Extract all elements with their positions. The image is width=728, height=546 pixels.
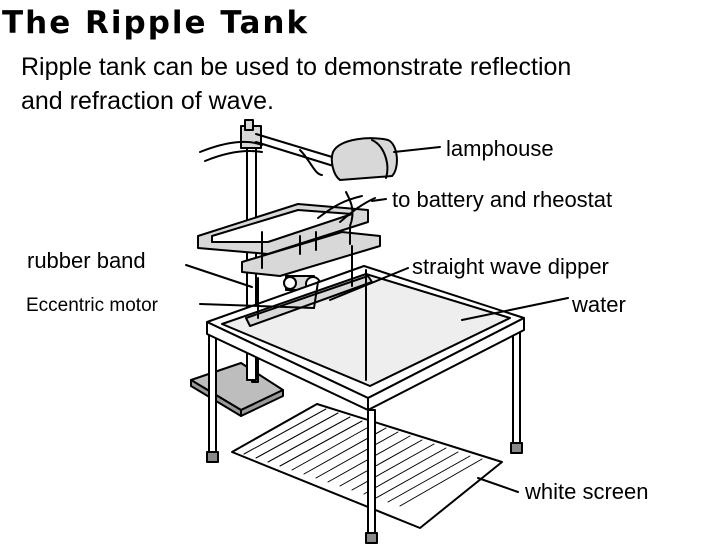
stand-base xyxy=(190,362,284,417)
label-water: water xyxy=(572,292,626,317)
label-motor: Eccentric motor xyxy=(26,295,158,316)
leader-lines xyxy=(185,146,569,493)
lamphouse xyxy=(330,137,398,181)
subtitle-line-2: and refraction of wave. xyxy=(21,87,274,115)
page-title: The Ripple Tank xyxy=(2,5,310,41)
label-battery: to battery and rheostat xyxy=(392,187,613,212)
label-rubber-band: rubber band xyxy=(27,248,146,273)
subtitle-line-1: Ripple tank can be used to demonstrate r… xyxy=(21,53,572,81)
label-white-screen: white screen xyxy=(525,479,649,504)
label-dipper: straight wave dipper xyxy=(412,254,609,279)
battery-wires xyxy=(317,191,376,227)
label-lamphouse: lamphouse xyxy=(446,136,554,161)
lamp-arm xyxy=(199,133,343,176)
page-subtitle: Ripple tank can be used to demonstrate r… xyxy=(21,50,721,118)
